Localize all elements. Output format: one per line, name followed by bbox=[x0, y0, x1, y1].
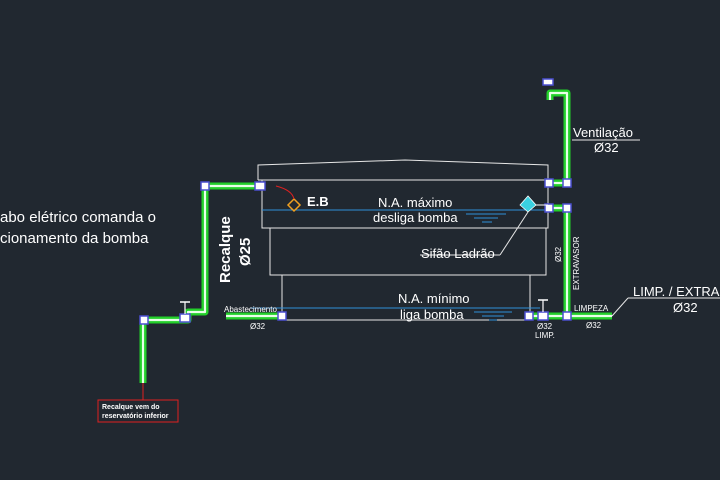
labels: abo elétrico comanda o cionamento da bom… bbox=[0, 125, 720, 423]
cleanout-tee-fitting bbox=[562, 311, 572, 321]
electric-cable-label-line2: cionamento da bomba bbox=[0, 230, 149, 247]
eb-label: E.B bbox=[307, 194, 329, 209]
ventilacao-pipe-core bbox=[548, 91, 569, 185]
cleanout-outlet-fitting bbox=[524, 311, 534, 321]
inlet-fitting bbox=[254, 181, 266, 191]
limp-size: Ø32 bbox=[537, 322, 553, 331]
limp-label: LIMP. bbox=[535, 331, 555, 340]
na-max-action: desliga bomba bbox=[373, 210, 458, 225]
fittings bbox=[139, 78, 572, 325]
recalque-source-line2: reservatório inferior bbox=[102, 413, 169, 420]
recalque-source-box bbox=[97, 399, 179, 423]
valve-body-limpeza bbox=[537, 311, 549, 321]
abastecimento-size: Ø32 bbox=[250, 322, 266, 331]
vent-cap-fitting bbox=[542, 78, 554, 86]
ventilacao-pipe bbox=[546, 89, 571, 187]
tank-structure bbox=[257, 159, 549, 321]
limp-extra-leader bbox=[611, 297, 629, 317]
ventilacao-label: Ventilação bbox=[573, 125, 633, 140]
tank-roof bbox=[257, 159, 549, 180]
level-sensor-icon bbox=[286, 197, 302, 213]
tank-lower-body bbox=[269, 228, 547, 276]
ventilacao-size: Ø32 bbox=[594, 140, 619, 155]
leader-lines bbox=[142, 139, 720, 400]
water-levels bbox=[250, 209, 548, 321]
na-max-label: N.A. máximo bbox=[378, 195, 452, 210]
valve-body-recalque bbox=[179, 313, 191, 323]
na-min-label: N.A. mínimo bbox=[398, 291, 470, 306]
extravasor-size: Ø32 bbox=[554, 246, 563, 262]
electric-cable-label-line1: abo elétrico comanda o bbox=[0, 209, 156, 226]
recalque-label: Recalque bbox=[217, 216, 234, 283]
limpeza-label: LIMPEZA bbox=[574, 304, 609, 313]
sensor-cable bbox=[275, 185, 295, 200]
extravasor-label: EXTRAVASOR bbox=[572, 236, 581, 290]
limp-extra-label: LIMP. / EXTRA bbox=[633, 284, 720, 299]
sifao-leader bbox=[499, 211, 529, 256]
recalque-source-line1: Recalque vem do bbox=[102, 404, 160, 411]
limp-extra-size: Ø32 bbox=[673, 300, 698, 315]
vent-tee-fitting bbox=[544, 178, 554, 188]
extravasor-pipe-core bbox=[548, 206, 612, 318]
limpeza-size: Ø32 bbox=[586, 321, 602, 330]
sifao-label: Sifão Ladrão bbox=[421, 246, 495, 261]
overflow-tee-fitting bbox=[544, 203, 554, 213]
recalque-size: Ø25 bbox=[237, 238, 254, 266]
tank-base bbox=[281, 275, 531, 321]
overflow-elbow-fitting bbox=[562, 203, 572, 213]
elbow-fitting-1 bbox=[139, 315, 149, 325]
abastecimento-label: Abastecimento bbox=[224, 305, 277, 314]
supply-inlet-fitting bbox=[277, 311, 287, 321]
elbow-fitting-2 bbox=[200, 181, 210, 191]
vent-elbow-fitting bbox=[562, 178, 572, 188]
recalque-pipe bbox=[139, 182, 262, 383]
na-min-action: liga bomba bbox=[400, 307, 464, 322]
